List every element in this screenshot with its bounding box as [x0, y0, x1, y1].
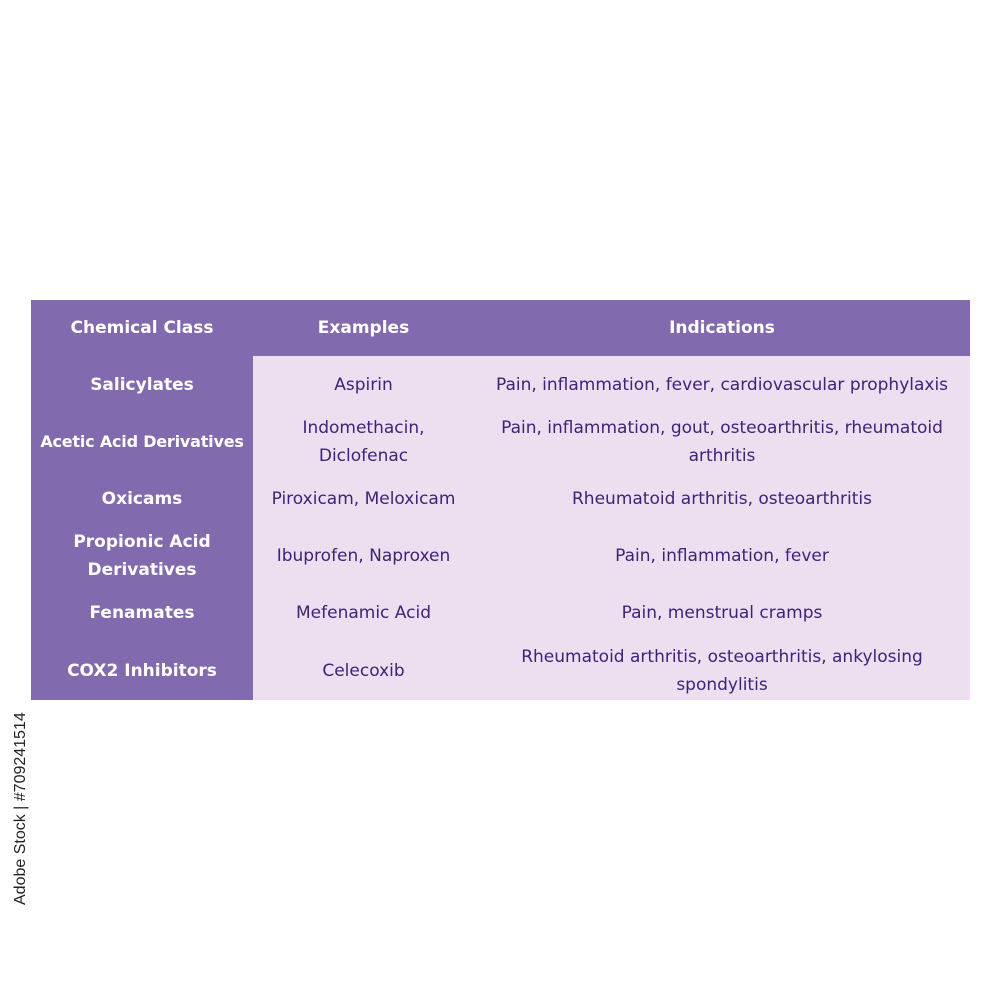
header-chemical-class: Chemical Class — [31, 300, 253, 356]
indications-cell-acetic-acid-derivatives: Pain, inflammation, gout, osteoarthritis… — [474, 413, 970, 470]
header-indications: Indications — [474, 300, 970, 356]
indications-cell-oxicams: Rheumatoid arthritis, osteoarthritis — [474, 470, 970, 527]
examples-cell-fenamates: Mefenamic Acid — [253, 584, 474, 641]
class-cell-propionic-acid-derivatives: Propionic Acid Derivatives — [31, 527, 253, 584]
class-cell-fenamates: Fenamates — [31, 584, 253, 641]
class-cell-oxicams: Oxicams — [31, 470, 253, 527]
examples-cell-propionic-acid-derivatives: Ibuprofen, Naproxen — [253, 527, 474, 584]
class-cell-acetic-acid-derivatives: Acetic Acid Derivatives — [31, 413, 253, 470]
indications-cell-salicylates: Pain, inflammation, fever, cardiovascula… — [474, 356, 970, 413]
nsaid-classification-table: Chemical Class Examples Indications Sali… — [31, 300, 970, 700]
examples-cell-oxicams: Piroxicam, Meloxicam — [253, 470, 474, 527]
examples-cell-acetic-acid-derivatives: Indomethacin, Diclofenac — [253, 413, 474, 470]
indications-cell-fenamates: Pain, menstrual cramps — [474, 584, 970, 641]
stock-id-label: Adobe Stock | #709241514 — [12, 712, 29, 905]
header-examples: Examples — [253, 300, 474, 356]
indications-cell-propionic-acid-derivatives: Pain, inflammation, fever — [474, 527, 970, 584]
class-cell-salicylates: Salicylates — [31, 356, 253, 413]
examples-cell-cox2-inhibitors: Celecoxib — [253, 641, 474, 700]
class-cell-cox2-inhibitors: COX2 Inhibitors — [31, 641, 253, 700]
examples-cell-salicylates: Aspirin — [253, 356, 474, 413]
indications-cell-cox2-inhibitors: Rheumatoid arthritis, osteoarthritis, an… — [474, 641, 970, 700]
